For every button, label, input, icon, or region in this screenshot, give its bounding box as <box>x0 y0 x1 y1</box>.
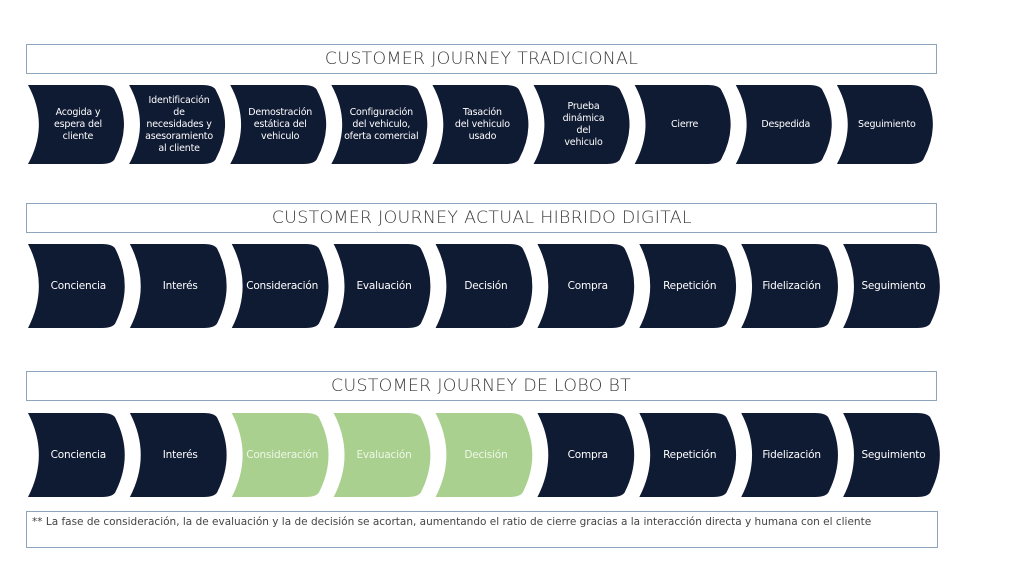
journey-step <box>537 413 635 497</box>
journey-segments <box>28 85 933 164</box>
journey-step-label: Decisión <box>464 449 508 461</box>
journey-step-label: Repetición <box>663 449 717 461</box>
journey-step-label: Seguimiento <box>857 118 916 130</box>
journey-step <box>28 244 125 328</box>
journey-segments <box>28 244 940 328</box>
journey-step <box>129 85 226 164</box>
journey-step <box>231 244 329 328</box>
journey-step <box>639 244 737 328</box>
journey-row-lobo-bt: Conciencia Interés Consideración Evaluación… <box>0 413 1024 497</box>
journey-step <box>843 244 940 328</box>
journey-step-label: Acogida y espera del cliente <box>53 106 102 142</box>
journey-step-label: Interés <box>162 280 198 292</box>
journey-step <box>639 413 737 497</box>
journey-step <box>537 244 635 328</box>
section-title-tradicional: CUSTOMER JOURNEY TRADICIONAL <box>26 44 937 74</box>
journey-step-label: Conciencia <box>50 280 107 292</box>
journey-step-highlighted <box>333 413 431 497</box>
journey-step <box>432 85 529 164</box>
journey-step <box>741 244 838 328</box>
section-title-text: CUSTOMER JOURNEY TRADICIONAL <box>324 49 639 69</box>
journey-step <box>28 413 125 497</box>
journey-segments <box>28 413 940 497</box>
journey-step-highlighted <box>231 413 329 497</box>
journey-step-label: Seguimiento <box>861 449 926 461</box>
journey-step-label: Evaluación <box>356 449 412 461</box>
journey-step-label: Compra <box>567 280 608 292</box>
journey-step <box>741 413 838 497</box>
journey-step-label: Conciencia <box>50 449 107 461</box>
journey-step <box>735 85 832 164</box>
journey-step-label: Compra <box>567 449 608 461</box>
journey-step <box>28 85 124 164</box>
section-title-lobo-bt: CUSTOMER JOURNEY DE LOBO BT <box>26 371 937 401</box>
journey-step-label: Interés <box>162 449 198 461</box>
journey-step-label: Prueba dinámica del vehiculo <box>562 100 605 148</box>
journey-step <box>435 244 533 328</box>
journey-step <box>331 85 428 164</box>
journey-step <box>129 413 227 497</box>
journey-step-label: Consideración <box>246 280 319 292</box>
journey-step <box>533 85 630 164</box>
section-title-text: CUSTOMER JOURNEY ACTUAL HIBRIDO DIGITAL <box>271 208 692 228</box>
journey-step <box>333 244 431 328</box>
journey-step-label: Consideración <box>246 449 319 461</box>
section-title-hibrido-digital: CUSTOMER JOURNEY ACTUAL HIBRIDO DIGITAL <box>26 203 937 233</box>
journey-step-label: Fidelización <box>762 280 821 292</box>
journey-step-highlighted <box>435 413 533 497</box>
journey-row-hibrido-digital: Conciencia Interés Consideración Evaluación… <box>0 244 1024 328</box>
journey-step-label: Fidelización <box>762 449 821 461</box>
journey-step <box>843 413 940 497</box>
journey-step <box>634 85 731 164</box>
section-title-text: CUSTOMER JOURNEY DE LOBO BT <box>331 376 632 396</box>
journey-step-label: Identificación de necesidades y asesoram… <box>145 94 213 154</box>
journey-step <box>836 85 933 164</box>
journey-step-label: Decisión <box>464 280 508 292</box>
journey-step-label: Configuración del vehiculo, oferta comer… <box>344 106 419 142</box>
journey-step-label: Tasación del vehiculo usado <box>454 106 510 142</box>
journey-step-label: Seguimiento <box>861 280 926 292</box>
journey-step-label: Repetición <box>663 280 717 292</box>
journey-step-label: Evaluación <box>356 280 412 292</box>
journey-step-label: Despedida <box>761 118 811 130</box>
journey-step <box>129 244 227 328</box>
footnote: ** La fase de consideración, la de evalu… <box>26 511 938 548</box>
journey-step <box>230 85 327 164</box>
journey-row-tradicional: Acogida y espera del cliente Identificaci… <box>0 85 1024 164</box>
journey-step-label: Demostración estática del vehiculo <box>248 106 313 142</box>
journey-step-label: Cierre <box>671 118 699 130</box>
